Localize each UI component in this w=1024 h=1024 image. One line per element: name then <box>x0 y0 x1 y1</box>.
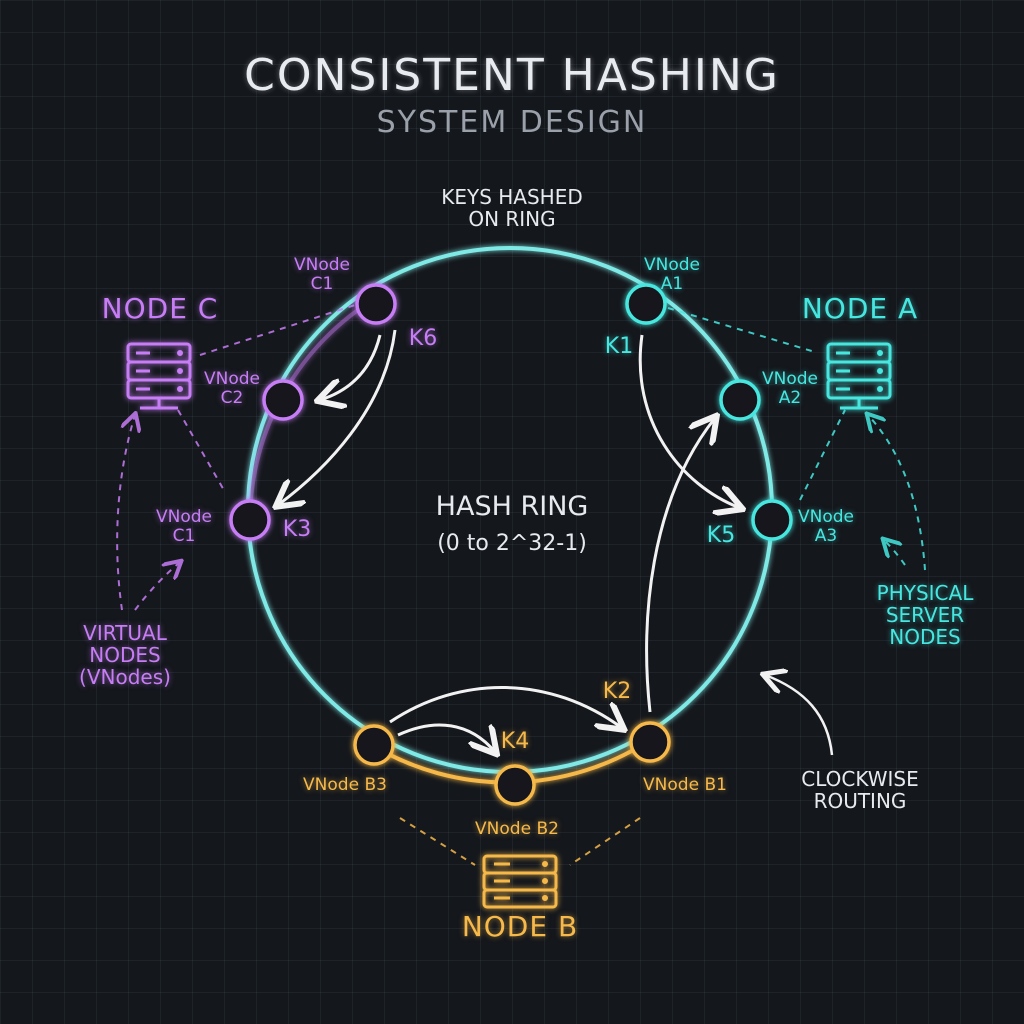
vnode-a2-circle[interactable] <box>719 379 761 421</box>
clockwise-routing-label: CLOCKWISE ROUTING <box>801 767 919 813</box>
vnode-c2-label: VNode C2 <box>204 369 260 408</box>
b3-to-b1-arrow <box>389 685 622 728</box>
server-b-icon[interactable] <box>482 854 558 909</box>
hash-range-label: (0 to 2^32-1) <box>437 531 587 556</box>
k6-arrow-to-c2 <box>320 334 382 400</box>
vnode-c1-left-label: VNode C1 <box>156 507 212 546</box>
clockwise-arrow <box>765 675 834 756</box>
vnode-c1-left-circle[interactable] <box>229 499 271 541</box>
node-a-links <box>667 307 926 571</box>
server-c-icon[interactable] <box>126 342 192 410</box>
vnode-a2-label: VNode A2 <box>762 369 818 408</box>
key-k1-label: K1 <box>604 334 634 359</box>
page-title: CONSISTENT HASHING <box>244 50 780 101</box>
vnode-a3-label: VNode A3 <box>798 507 854 546</box>
vnode-c2-circle[interactable] <box>262 379 304 421</box>
key-k5-label: K5 <box>706 523 736 548</box>
vnode-b1-circle[interactable] <box>629 721 671 763</box>
virtual-nodes-label: VIRTUAL NODES (VNodes) <box>79 621 171 689</box>
vnode-b2-circle[interactable] <box>494 764 536 806</box>
k4-arrow <box>397 723 495 752</box>
node-b-links <box>399 817 641 866</box>
node-c-label: NODE C <box>101 292 219 325</box>
vnode-b1-label: VNode B1 <box>643 775 727 795</box>
hash-ring-label: HASH RING <box>435 491 589 522</box>
k6-arrow-to-c1 <box>278 329 397 505</box>
node-a-label: NODE A <box>801 292 919 325</box>
vnode-b2-label: VNode B2 <box>475 819 559 839</box>
keys-hashed-label: KEYS HASHED ON RING <box>441 185 583 231</box>
node-c-links <box>116 304 356 611</box>
node-b-label: NODE B <box>461 910 579 943</box>
key-arrows <box>278 329 740 752</box>
key-k2-label: K2 <box>602 679 632 704</box>
k2-arrow <box>645 418 715 713</box>
page-subtitle: SYSTEM DESIGN <box>376 105 648 140</box>
k1-arrow <box>638 334 740 508</box>
key-k3-label: K3 <box>282 517 312 542</box>
vnode-c1-top-circle[interactable] <box>355 283 397 325</box>
physical-nodes-label: PHYSICAL SERVER NODES <box>876 581 974 649</box>
vnode-c1-top-label: VNode C1 <box>294 255 350 294</box>
key-k4-label: K4 <box>500 729 530 754</box>
server-a-icon[interactable] <box>826 342 892 410</box>
vnode-a3-circle[interactable] <box>751 499 793 541</box>
key-k6-label: K6 <box>408 326 438 351</box>
vnode-b3-label: VNode B3 <box>303 775 387 795</box>
vnode-b3-circle[interactable] <box>353 724 395 766</box>
vnode-a1-circle[interactable] <box>625 283 667 325</box>
vnode-a1-label: VNode A1 <box>644 255 700 294</box>
